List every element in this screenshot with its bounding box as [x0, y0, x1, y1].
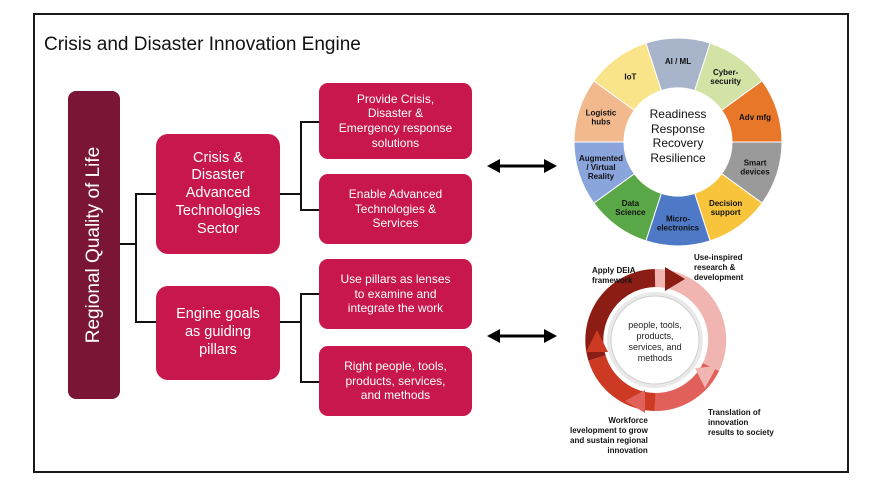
item-box-enable-technologies: Enable Advanced Technologies & Services: [319, 174, 472, 244]
connector-bar-to-trunk: [120, 243, 136, 245]
cycle-arc-workforce: [588, 355, 656, 411]
wheel-center: Readiness Response Recovery Resilience: [630, 107, 726, 165]
wheel-center-readiness: Readiness: [649, 107, 707, 121]
connector-to-item-2-2: [300, 381, 319, 383]
double-arrow-upper: [487, 159, 557, 173]
wheel-segment-label-5: Micro-electronics: [657, 215, 700, 233]
quality-of-life-label: Regional Quality of Life: [83, 146, 104, 344]
cycle-label-research: Use-inspired research & development: [694, 253, 744, 282]
connector-group-1-trunk: [300, 121, 302, 210]
cycle-arrowhead-top: [665, 267, 685, 291]
wheel-segment-9: [593, 42, 662, 111]
double-arrow-lower: [487, 329, 557, 343]
cycle-arrowhead-right: [695, 366, 717, 388]
connector-to-group-1: [135, 193, 156, 195]
wheel-segment-label-0: AI / ML: [665, 57, 691, 66]
wheel-segment-label-1: Cyber-security: [710, 68, 741, 86]
connector-group-2-trunk: [300, 293, 302, 382]
connector-group-1-out: [279, 193, 301, 195]
wheel-center-recovery: Recovery: [652, 136, 704, 150]
connector-group-2-out: [279, 321, 301, 323]
cycle-label-translation: Translation of innovation results to soc…: [708, 408, 774, 437]
connector-to-item-2-1: [300, 293, 319, 295]
group-box-advanced-tech-sector: Crisis & Disaster Advanced Technologies …: [156, 134, 280, 254]
wheel-center-resilience: Resilience: [650, 150, 706, 165]
item-box-pillars-as-lenses: Use pillars as lenses to examine and int…: [319, 259, 472, 329]
wheel-center-disc: [625, 89, 731, 195]
wheel-segment-label-9: IoT: [624, 72, 636, 81]
connector-to-group-2: [135, 321, 156, 323]
group-box-engine-goals: Engine goals as guiding pillars: [156, 286, 280, 380]
wheel-segment-label-2: Adv mfg: [739, 113, 771, 122]
cycle-label-apply-deia: Apply DEIA framework: [592, 266, 636, 285]
diagram-frame: [33, 13, 849, 473]
item-box-crisis-solutions: Provide Crisis, Disaster & Emergency res…: [319, 83, 472, 159]
cycle-center-label: people, tools, products, services, and m…: [628, 320, 682, 363]
connector-to-item-1-1: [300, 121, 319, 123]
cycle-label-workforce: Workforce levelopment to grow and sustai…: [570, 416, 648, 455]
innovation-cycle: [585, 267, 727, 413]
connector-left-trunk: [135, 193, 137, 322]
item-box-right-people: Right people, tools, products, services,…: [319, 346, 472, 416]
diagram-title: Crisis and Disaster Innovation Engine: [44, 34, 361, 55]
cycle-center-inner: [610, 295, 700, 385]
cycle-arrowhead-left: [586, 330, 608, 352]
quality-of-life-bar: Regional Quality of Life: [68, 91, 120, 399]
wheel-center-response: Response: [650, 121, 706, 136]
connector-to-item-1-2: [300, 209, 319, 211]
cycle-arrowhead-bottom: [625, 390, 645, 413]
